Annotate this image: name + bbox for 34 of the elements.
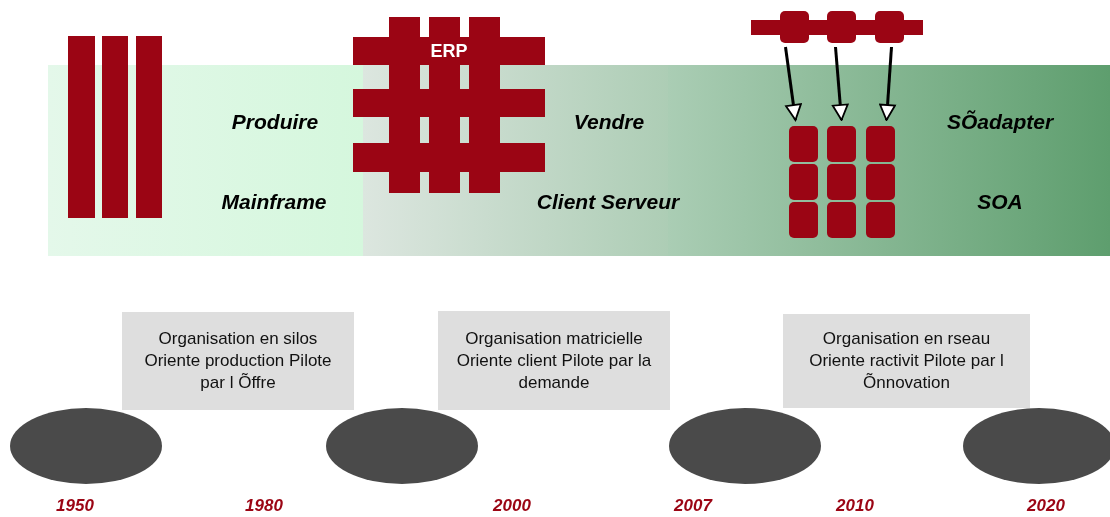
- service-block: [789, 126, 818, 162]
- note-text: Organisation matricielle Oriente client Pilote par la demande: [455, 327, 653, 394]
- era-technology: Client Serveur: [536, 190, 680, 214]
- era-heading: SÕadapter: [946, 110, 1054, 134]
- note-text: Organisation en silos Oriente production Pilote par l Õffre: [143, 328, 333, 394]
- service-block: [866, 202, 895, 238]
- service-block: [866, 126, 895, 162]
- service-block: [827, 11, 856, 43]
- note-panel: [438, 311, 670, 410]
- service-block: [789, 202, 818, 238]
- note-panel: [122, 312, 354, 410]
- arrow: [879, 46, 896, 121]
- arrow: [784, 46, 802, 121]
- erp-band: ERP: [353, 37, 545, 65]
- era-technology: Mainframe: [221, 190, 327, 214]
- year-label: 1950: [56, 496, 94, 516]
- service-block: [875, 11, 904, 43]
- service-block: [780, 11, 809, 43]
- era-heading: Produire: [231, 110, 319, 134]
- era-technology: SOA: [977, 190, 1023, 214]
- service-block: [866, 164, 895, 200]
- arrow: [831, 46, 849, 121]
- year-label: 2007: [674, 496, 712, 516]
- service-block: [789, 164, 818, 200]
- era-heading: Vendre: [573, 110, 645, 134]
- note-text: Organisation en rseau Oriente ractivit Pilote par l Õnnovation: [808, 328, 1005, 394]
- service-block: [827, 202, 856, 238]
- note-panel: [783, 314, 1030, 408]
- year-label: 1980: [245, 496, 283, 516]
- year-label: 2020: [1027, 496, 1065, 516]
- service-block: [827, 126, 856, 162]
- service-block: [827, 164, 856, 200]
- year-label: 2000: [493, 496, 531, 516]
- year-label: 2010: [836, 496, 874, 516]
